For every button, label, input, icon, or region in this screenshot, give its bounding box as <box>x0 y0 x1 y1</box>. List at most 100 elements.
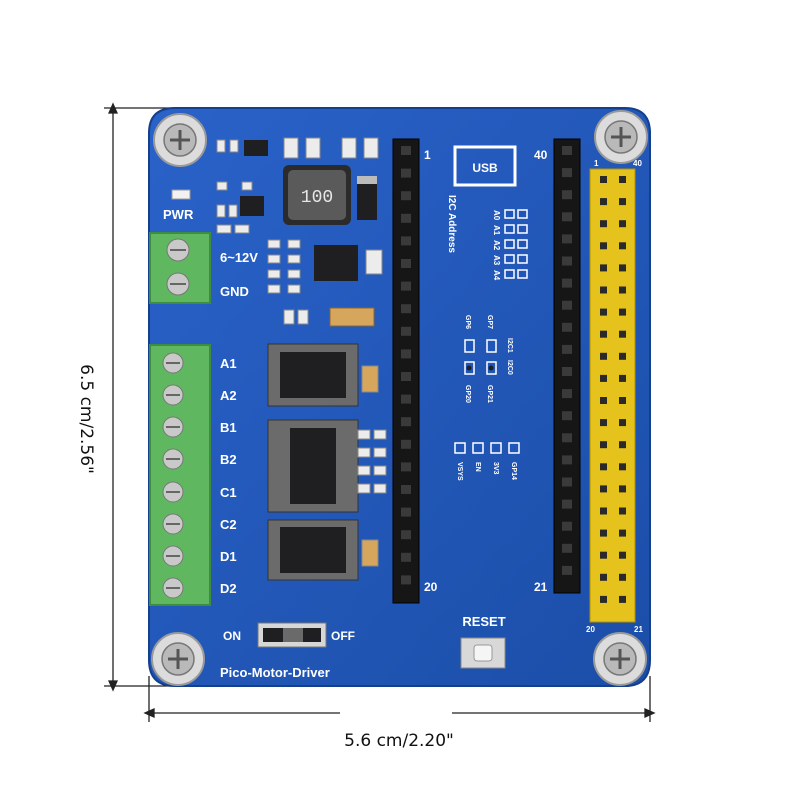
female-header-hole <box>562 499 572 509</box>
female-header-hole <box>562 411 572 421</box>
header-left-top-number: 1 <box>424 148 431 162</box>
female-header-hole <box>401 485 411 494</box>
terminal-label-a2: A2 <box>220 388 237 403</box>
reset-button[interactable] <box>460 637 506 669</box>
terminal-label-c2: C2 <box>220 517 237 532</box>
female-header-hole <box>562 477 572 487</box>
yellow-header-pin <box>619 397 626 404</box>
yellow-header-pin <box>600 507 607 515</box>
address-pin-a3: A3 <box>492 255 501 266</box>
yellow-header-pin <box>600 595 607 603</box>
female-header-hole <box>562 278 572 288</box>
gnd-label: GND <box>220 284 249 299</box>
female-header-hole <box>401 439 411 449</box>
terminal-label-c1: C1 <box>220 485 237 500</box>
input-voltage-label: 6~12V <box>220 250 258 265</box>
female-header-hole <box>401 146 411 155</box>
terminal-label-b2: B2 <box>220 452 237 467</box>
terminal-label-a1: A1 <box>220 356 237 371</box>
motor-terminal-block <box>149 344 211 606</box>
yellow-header-pin <box>619 551 626 559</box>
female-header-hole <box>562 146 572 155</box>
female-header-hole <box>401 168 411 178</box>
motor-driver-chip-2 <box>267 419 359 513</box>
female-header-hole <box>562 367 572 376</box>
yellow-header-pin <box>619 595 626 603</box>
yellow-header-pin <box>600 551 607 559</box>
yellow-header-pin <box>600 485 607 493</box>
jumper-label-i2c1: I2C1 <box>506 338 513 353</box>
yellow-header-pin <box>619 264 626 272</box>
yellow-header-pin <box>619 176 626 183</box>
i2c-address-label: I2C Address <box>446 195 457 253</box>
yellow-header-pin <box>600 397 607 404</box>
yellow-header-pin <box>619 308 626 316</box>
yellow-header-pin <box>600 573 607 581</box>
female-header-hole <box>562 433 572 443</box>
female-header-hole <box>401 326 411 336</box>
header-right-top-number: 40 <box>534 148 548 162</box>
board-name: Pico-Motor-Driver <box>220 665 330 680</box>
female-header-hole <box>401 259 411 268</box>
yellow-header-pin <box>600 176 607 183</box>
yellow-header-pin <box>600 463 607 471</box>
mounting-hole-top-right <box>594 110 648 164</box>
female-header-hole <box>401 372 411 381</box>
usb-label: USB <box>472 161 498 175</box>
yellow-header-pin <box>619 242 626 250</box>
yellow-header-pin <box>619 441 626 449</box>
jumper-label-i2c0: I2C0 <box>506 360 513 375</box>
yellow-pin-header <box>589 168 636 623</box>
capacitor-top <box>329 307 375 327</box>
yellow-header-top-left: 1 <box>594 159 599 168</box>
female-header-hole <box>401 191 411 201</box>
female-header-hole <box>401 417 411 427</box>
power-pin-pads <box>454 442 520 454</box>
yellow-header-pin <box>600 264 607 272</box>
yellow-header-top-right: 40 <box>633 159 642 168</box>
yellow-header-pin <box>619 198 626 206</box>
pwr-led <box>171 189 191 200</box>
yellow-header-pins <box>600 176 626 603</box>
female-header-hole <box>562 256 572 266</box>
terminal-label-d2: D2 <box>220 581 237 596</box>
yellow-header-pin <box>619 507 626 515</box>
female-header-hole <box>562 190 572 200</box>
yellow-header-pin <box>600 286 607 294</box>
female-header-hole <box>401 213 411 223</box>
female-header-hole <box>562 565 572 575</box>
mounting-hole-bottom-left <box>151 632 205 686</box>
yellow-header-pin <box>600 441 607 449</box>
address-pin-a1: A1 <box>492 225 501 236</box>
female-header-hole <box>401 304 411 314</box>
sot-chip-1 <box>244 140 268 156</box>
female-header-hole <box>562 543 572 553</box>
yellow-header-pin <box>600 374 607 382</box>
power-pin-3v3: 3V3 <box>492 462 499 475</box>
power-switch[interactable] <box>257 622 327 648</box>
power-pin-vsys: VSYS <box>456 462 463 481</box>
female-header-hole <box>401 281 411 291</box>
address-pin-a2: A2 <box>492 240 501 251</box>
jumper-label-gp6: GP6 <box>464 315 471 329</box>
yellow-header-pin <box>619 220 626 228</box>
female-header-hole <box>401 394 411 404</box>
female-header-hole <box>401 507 411 517</box>
motor-driver-chip-1 <box>267 343 359 407</box>
yellow-header-pin <box>619 573 626 581</box>
female-header-hole <box>401 575 411 585</box>
female-header-hole <box>562 455 572 465</box>
yellow-header-pin <box>600 330 607 338</box>
yellow-header-pin <box>619 330 626 338</box>
yellow-header-pin <box>600 419 607 427</box>
yellow-header-bottom-right: 21 <box>634 625 643 634</box>
address-pin-a0: A0 <box>492 210 501 221</box>
female-header-hole <box>562 344 572 354</box>
pwr-label: PWR <box>163 207 194 222</box>
yellow-header-bottom-left: 20 <box>586 625 595 634</box>
header-left-bottom-number: 20 <box>424 580 438 594</box>
yellow-header-pin <box>619 485 626 493</box>
jumper-label-gp21: GP21 <box>486 385 493 403</box>
